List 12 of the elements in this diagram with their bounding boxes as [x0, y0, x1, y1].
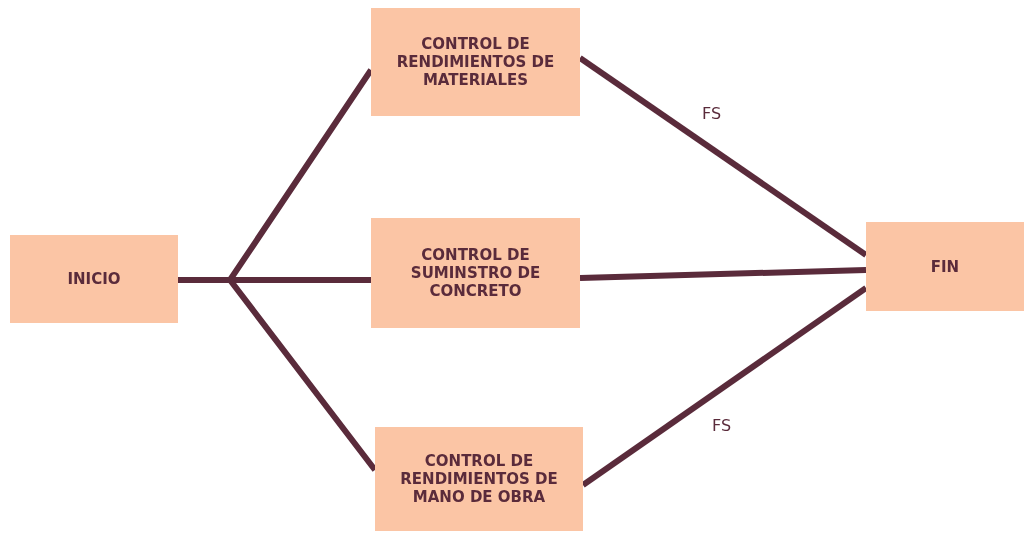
process-box: [375, 427, 583, 531]
box-label: CONTROL DE RENDIMIENTOS DE MATERIALES: [395, 35, 556, 89]
process-box: [371, 8, 580, 116]
connector-line: [178, 277, 378, 472]
connector-line: [579, 267, 867, 281]
process-box: [866, 222, 1024, 311]
process-box: [10, 235, 178, 323]
box-label: FIN: [930, 257, 960, 276]
box-label: CONTROL DE RENDIMIENTOS DE MANO DE OBRA: [399, 452, 559, 506]
process-box: [371, 218, 580, 328]
box-label: INICIO: [67, 270, 121, 288]
box-label: CONTROL DE SUMINSTRO DE CONCRETO: [409, 246, 542, 300]
